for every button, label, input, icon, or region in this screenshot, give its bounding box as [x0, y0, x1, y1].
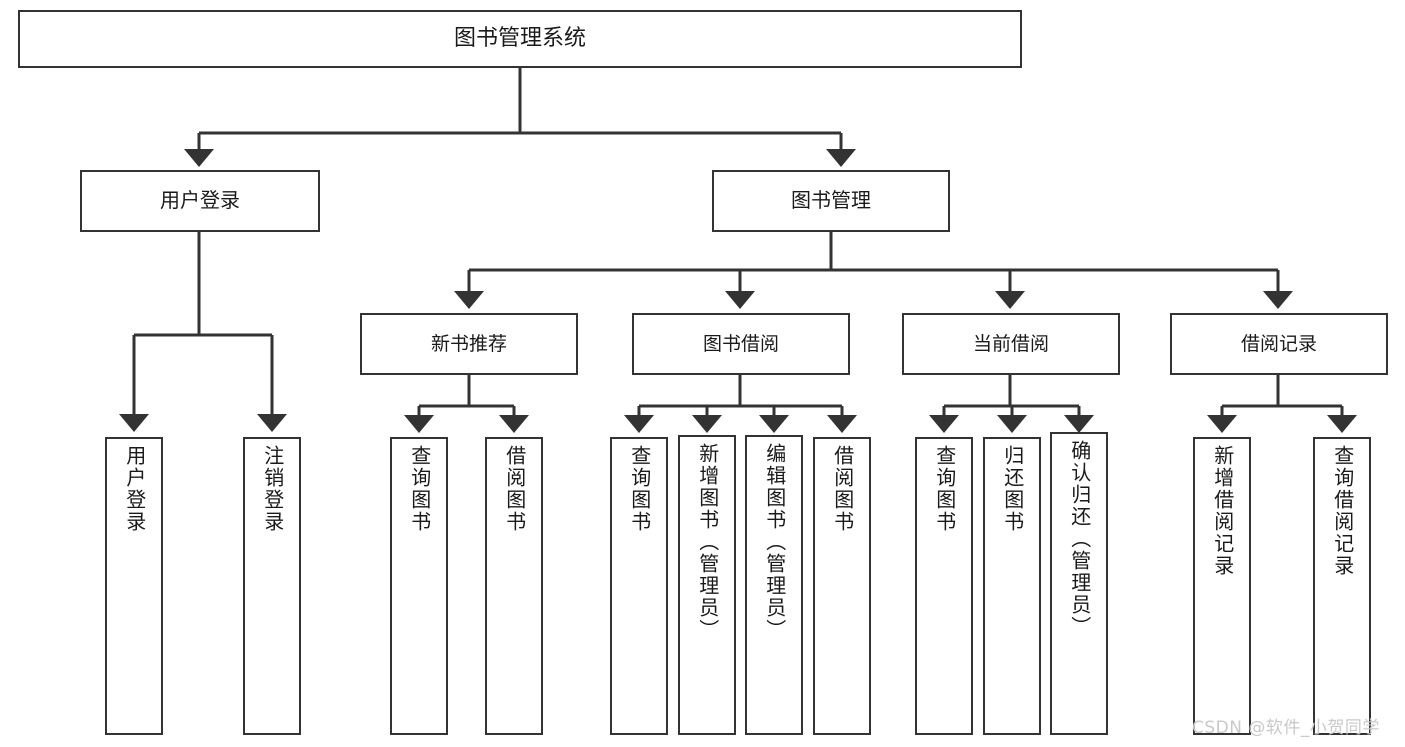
node-leaf-query-record[interactable]: 查询借阅记录 [1313, 437, 1371, 735]
node-leaf-borrow-book-2[interactable]: 借阅图书 [813, 437, 871, 735]
csdn-watermark: CSDN @软件_小贺同学 [1192, 718, 1380, 738]
node-user-login[interactable]: 用户登录 [80, 170, 320, 232]
node-root-system[interactable]: 图书管理系统 [18, 10, 1022, 68]
node-leaf-query-book-1-label: 查询图书 [407, 445, 432, 533]
node-leaf-query-record-label: 查询借阅记录 [1330, 445, 1355, 577]
node-leaf-borrow-book-2-label: 借阅图书 [830, 445, 855, 533]
node-leaf-query-book-2-label: 查询图书 [627, 445, 652, 533]
node-leaf-add-book[interactable]: 新增图书（管理员） [678, 435, 736, 735]
node-current-borrow[interactable]: 当前借阅 [902, 313, 1120, 375]
node-borrow-record[interactable]: 借阅记录 [1170, 313, 1388, 375]
node-leaf-query-book-1[interactable]: 查询图书 [390, 437, 448, 735]
node-leaf-return-book[interactable]: 归还图书 [983, 437, 1041, 735]
node-current-borrow-label: 当前借阅 [972, 332, 1049, 355]
node-book-borrow-label: 图书借阅 [702, 332, 779, 355]
node-leaf-borrow-book-1[interactable]: 借阅图书 [485, 437, 543, 735]
node-leaf-confirm-return[interactable]: 确认归还（管理员） [1050, 432, 1108, 735]
node-new-book-recommend-label: 新书推荐 [430, 332, 507, 355]
node-leaf-edit-book-label: 编辑图书（管理员） [762, 443, 787, 641]
node-leaf-user-login-label: 用户登录 [122, 445, 147, 533]
node-leaf-logout-login[interactable]: 注销登录 [243, 437, 301, 735]
node-leaf-user-login[interactable]: 用户登录 [105, 437, 163, 735]
node-new-book-recommend[interactable]: 新书推荐 [360, 313, 578, 375]
node-leaf-return-book-label: 归还图书 [1000, 445, 1025, 533]
node-root-system-label: 图书管理系统 [453, 26, 586, 52]
node-leaf-add-book-label: 新增图书（管理员） [695, 443, 720, 641]
node-book-manage[interactable]: 图书管理 [712, 170, 950, 232]
node-leaf-confirm-return-label: 确认归还（管理员） [1067, 440, 1092, 638]
node-leaf-add-record[interactable]: 新增借阅记录 [1193, 437, 1251, 735]
node-book-manage-label: 图书管理 [791, 188, 871, 213]
node-leaf-query-book-2[interactable]: 查询图书 [610, 437, 668, 735]
node-book-borrow[interactable]: 图书借阅 [632, 313, 850, 375]
node-leaf-query-book-3-label: 查询图书 [932, 445, 957, 533]
node-leaf-logout-login-label: 注销登录 [260, 445, 285, 533]
node-borrow-record-label: 借阅记录 [1240, 332, 1317, 355]
node-leaf-borrow-book-1-label: 借阅图书 [502, 445, 527, 533]
node-leaf-edit-book[interactable]: 编辑图书（管理员） [745, 435, 803, 735]
node-leaf-query-book-3[interactable]: 查询图书 [915, 437, 973, 735]
node-leaf-add-record-label: 新增借阅记录 [1210, 445, 1235, 577]
node-user-login-label: 用户登录 [160, 188, 240, 213]
